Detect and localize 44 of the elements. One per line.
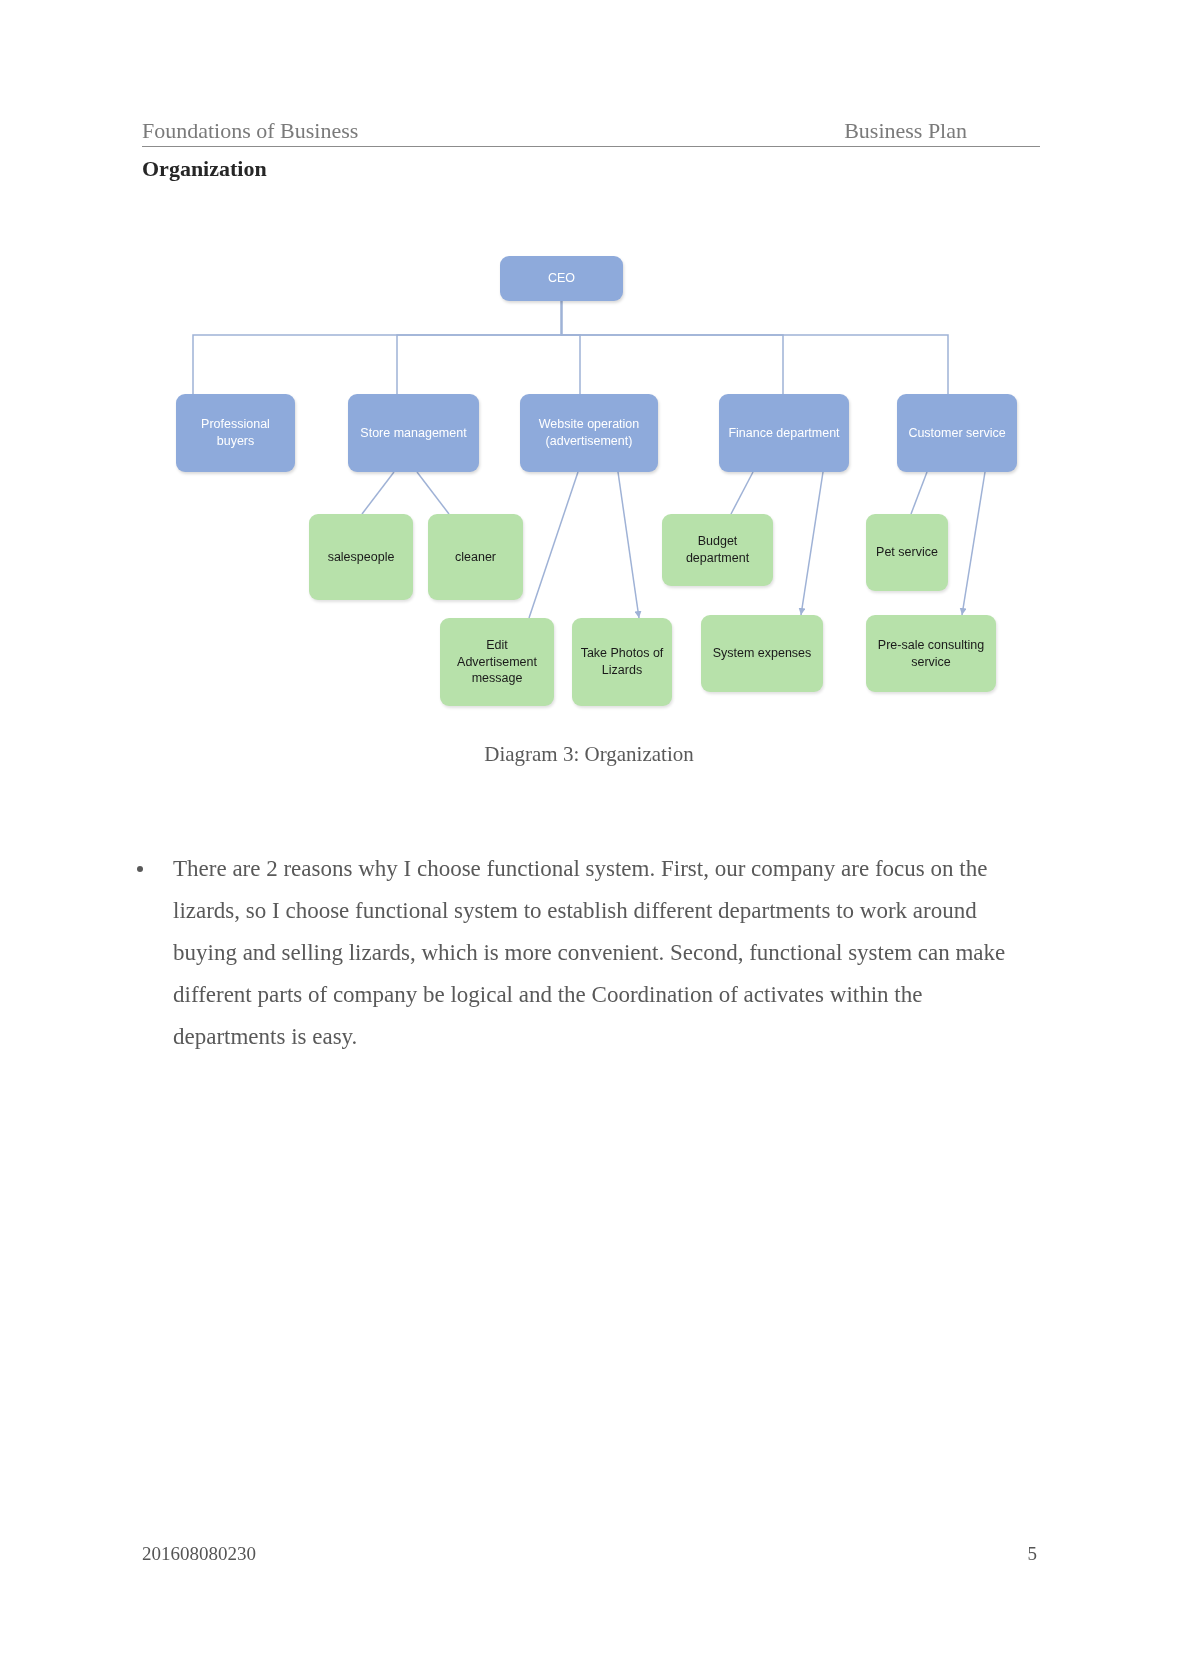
box-label: Edit Advertisement message — [456, 636, 538, 688]
box-label: Budget department — [684, 533, 751, 567]
header-text: Foundations of Business — [142, 118, 359, 144]
box-label: CEO — [547, 270, 576, 287]
department-box — [176, 394, 295, 472]
box-label: Take Photos of Lizards — [579, 645, 665, 679]
box-label: Professional buyers — [200, 416, 271, 450]
department-box — [520, 394, 658, 472]
body-paragraph: There are 2 reasons why I choose functional system. First, our company are focus on the lizards, so I choose functional system to establish different departments to work around buying and selling lizards, which is more convenient. Second, functional system can make different parts of company be logical and the Coordination of activates within the departments is easy. — [173, 855, 1007, 1051]
connector-line — [361, 471, 395, 515]
connector-line — [730, 471, 754, 515]
box-label: Pre-sale consulting service — [876, 636, 986, 671]
department-box — [572, 618, 672, 706]
box-label: System expenses — [712, 645, 812, 662]
section-heading: Organization — [142, 156, 267, 182]
connector-line — [560, 300, 949, 395]
department-box — [897, 394, 1017, 472]
box-label: salespeople — [327, 548, 395, 566]
department-box — [440, 618, 554, 706]
department-box — [662, 514, 773, 586]
box-label: Pet service — [876, 544, 938, 561]
department-box — [701, 615, 823, 692]
box-label: Store management — [360, 424, 467, 442]
department-box — [428, 514, 523, 600]
box-label: Website operation (advertisement) — [537, 416, 641, 450]
department-box — [500, 256, 623, 301]
header-text: Business Plan — [844, 118, 967, 144]
page-number: 5 — [1027, 1543, 1037, 1565]
connector-line — [528, 471, 579, 619]
connector-line — [959, 471, 986, 616]
box-label: Customer service — [908, 424, 1006, 442]
department-box — [719, 394, 849, 472]
figure-caption: Diagram 3: Organization — [483, 742, 695, 767]
connector-line — [910, 471, 928, 515]
box-label: cleaner — [455, 548, 496, 566]
department-box — [348, 394, 479, 472]
department-box — [866, 514, 948, 591]
connector-line — [798, 471, 824, 616]
connector-line — [617, 471, 642, 619]
connector-line — [416, 471, 450, 515]
box-label: Finance department — [728, 424, 840, 442]
department-box — [866, 615, 996, 692]
footer-text: 201608080230 — [142, 1543, 256, 1565]
department-box — [309, 514, 413, 600]
